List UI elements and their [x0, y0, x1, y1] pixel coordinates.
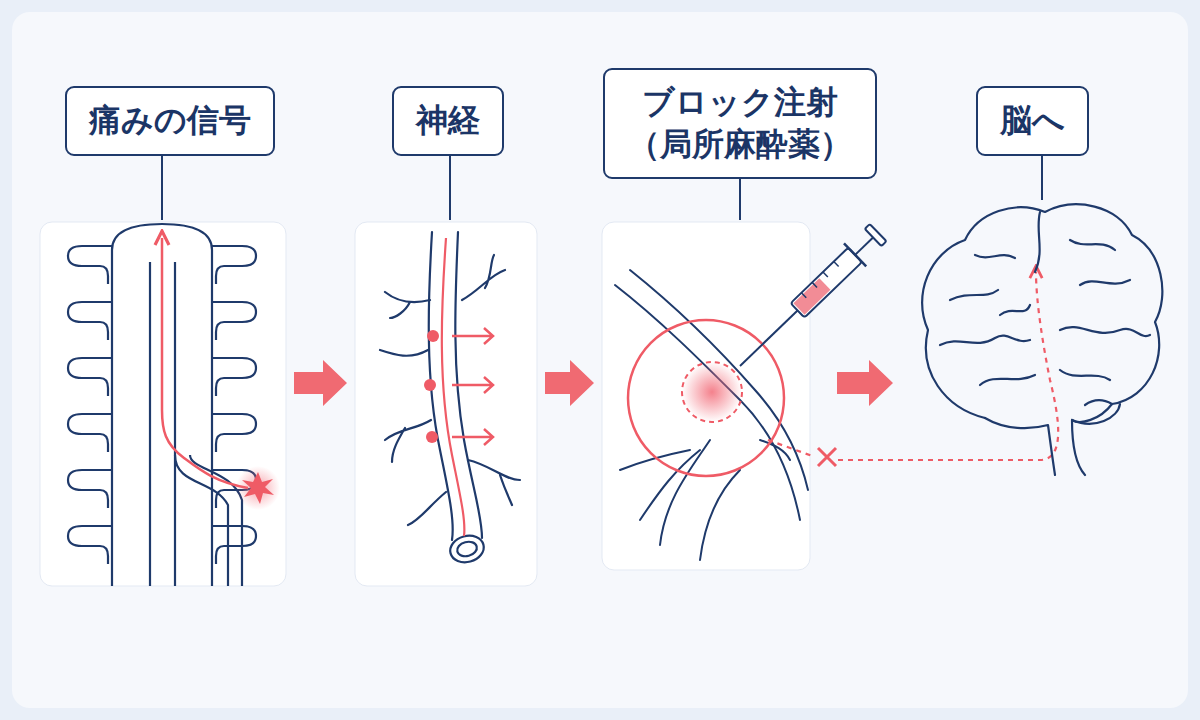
stage-label: 痛みの信号: [65, 86, 275, 156]
flow-arrow: [294, 360, 347, 406]
stage-panel: ブロック注射 （局所麻酔薬）: [602, 222, 810, 570]
stage-label: 脳へ: [976, 86, 1089, 156]
panel: [602, 222, 810, 570]
panel: [40, 222, 286, 586]
card: [12, 12, 1188, 708]
signal-line: [442, 238, 465, 536]
brain: [922, 204, 1162, 475]
stage-panel: 痛みの信号: [40, 222, 286, 586]
spine: [68, 224, 256, 586]
label-text: 痛みの信号: [89, 101, 251, 139]
blocked-signal: [768, 272, 1058, 460]
stage-label: ブロック注射 （局所麻酔薬）: [603, 68, 877, 179]
pain-burst: [242, 472, 274, 504]
nerve: [380, 232, 520, 566]
pain-signal-path: [162, 238, 248, 488]
flow-arrow: [837, 360, 893, 406]
signal-arrows: [452, 328, 493, 445]
label-text: ブロック注射 （局所麻酔薬）: [628, 83, 852, 163]
syringe: [729, 221, 889, 377]
stage-label: 神経: [392, 86, 504, 156]
magnifier-circle: [628, 320, 784, 476]
label-text: 脳へ: [1000, 101, 1065, 139]
target-zone: [682, 362, 742, 422]
stage-panel: 脳へ: [920, 200, 1170, 480]
anesthetic-glow: [682, 362, 742, 422]
label-text: 神経: [416, 101, 480, 139]
panel: [355, 222, 537, 586]
block-mark: [818, 448, 836, 466]
flow-arrow: [545, 360, 594, 406]
signal-dots: [424, 330, 439, 443]
nerve-block-site: [615, 270, 808, 560]
leader-lines: [162, 154, 1042, 220]
stage-panel: 神経: [355, 222, 537, 586]
pain-glow: [236, 466, 280, 510]
